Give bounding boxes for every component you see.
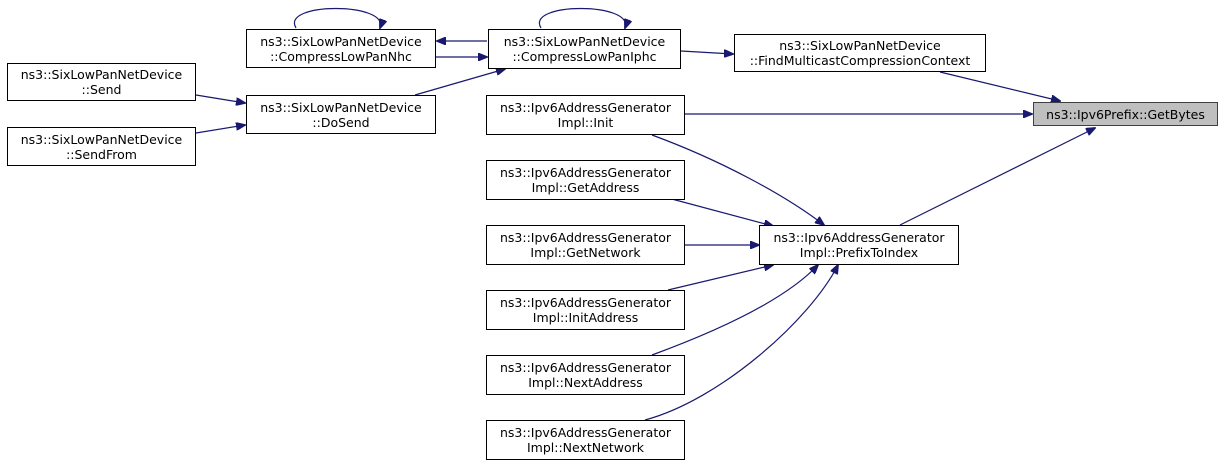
node-ipv6prefix-getbytes[interactable]: ns3::Ipv6Prefix::GetBytes [1033,102,1218,126]
node-label-line2: ::FindMulticastCompressionContext [749,53,971,68]
node-ipv6addrgen-nextnetwork[interactable]: ns3::Ipv6AddressGenerator Impl::NextNetw… [486,420,685,460]
edge-nextnetwork-prefixtoindex [644,265,838,421]
node-label-line1: ns3::SixLowPanNetDevice [20,67,183,82]
node-label-line1: ns3::Ipv6AddressGenerator [499,425,672,440]
edge-prefixtoindex-getbytes [899,128,1095,226]
edge-nextaddress-prefixtoindex [651,265,818,356]
node-label-line1: ns3::Ipv6AddressGenerator [499,100,672,115]
node-ipv6addrgen-prefixtoindex[interactable]: ns3::Ipv6AddressGenerator Impl::PrefixTo… [759,225,959,265]
node-sixlowpan-findmulticastcompressioncontext[interactable]: ns3::SixLowPanNetDevice ::FindMulticastC… [734,34,986,72]
node-label-line1: ns3::Ipv6AddressGenerator [499,295,672,310]
node-sixlowpan-sendfrom[interactable]: ns3::SixLowPanNetDevice ::SendFrom [7,127,196,166]
node-label-line2: Impl::NextNetwork [526,440,644,455]
node-label-line2: ::DoSend [312,114,370,130]
edge-compnhc-self [293,8,380,29]
edge-send-dosend [195,94,245,103]
node-ipv6addrgen-init[interactable]: ns3::Ipv6AddressGenerator Impl::Init [486,95,685,135]
node-label-line1: ns3::Ipv6AddressGenerator [499,165,672,180]
edge-getaddress-prefixtoindex [667,197,773,226]
node-label-line2: Impl::InitAddress [532,310,639,325]
node-label-line1: ns3::Ipv6AddressGenerator [499,230,672,245]
node-label-line1: ns3::Ipv6AddressGenerator [773,230,945,245]
node-label-line1: ns3::SixLowPanNetDevice [20,131,183,147]
node-label-line1: ns3::SixLowPanNetDevice [503,34,666,49]
edge-compiphc-findmc [680,51,733,54]
node-sixlowpan-compresslowpaniphc[interactable]: ns3::SixLowPanNetDevice ::CompressLowPan… [488,29,681,69]
node-label-line2: Impl::GetNetwork [530,245,641,260]
node-sixlowpan-send[interactable]: ns3::SixLowPanNetDevice ::Send [7,63,196,101]
node-label-line1: ns3::SixLowPanNetDevice [260,33,422,49]
node-ipv6addrgen-initaddress[interactable]: ns3::Ipv6AddressGenerator Impl::InitAddr… [486,290,685,330]
edge-compiphc-self [538,8,625,29]
node-label-line1: ns3::Ipv6AddressGenerator [499,360,672,375]
node-label-line2: ::Send [81,82,122,97]
node-ipv6addrgen-getaddress[interactable]: ns3::Ipv6AddressGenerator Impl::GetAddre… [486,160,685,200]
node-label-line2: Impl::NextAddress [528,375,643,390]
node-ipv6addrgen-getnetwork[interactable]: ns3::Ipv6AddressGenerator Impl::GetNetwo… [486,225,685,265]
node-label-line2: ::CompressLowPanNhc [270,48,412,64]
node-label-line1: ns3::SixLowPanNetDevice [260,99,422,115]
node-sixlowpan-dosend[interactable]: ns3::SixLowPanNetDevice ::DoSend [246,95,436,134]
edge-initaddress-prefixtoindex [667,265,773,291]
edge-sendfrom-dosend [195,125,245,134]
node-label-line1: ns3::Ipv6Prefix::GetBytes [1046,106,1205,122]
node-label-line1: ns3::SixLowPanNetDevice [779,38,941,53]
edge-dosend-compiphc [414,69,505,96]
edge-init-prefixtoindex [651,134,824,225]
node-label-line2: Impl::PrefixToIndex [799,245,919,260]
edge-findmc-getbytes [939,71,1060,101]
node-label-line2: ::CompressLowPanIphc [512,49,657,64]
node-sixlowpan-compresslowpannhc[interactable]: ns3::SixLowPanNetDevice ::CompressLowPan… [246,29,436,68]
node-label-line2: Impl::Init [557,115,614,130]
node-ipv6addrgen-nextaddress[interactable]: ns3::Ipv6AddressGenerator Impl::NextAddr… [486,355,685,395]
node-label-line2: Impl::GetAddress [531,180,640,195]
node-label-line2: ::SendFrom [66,146,137,162]
